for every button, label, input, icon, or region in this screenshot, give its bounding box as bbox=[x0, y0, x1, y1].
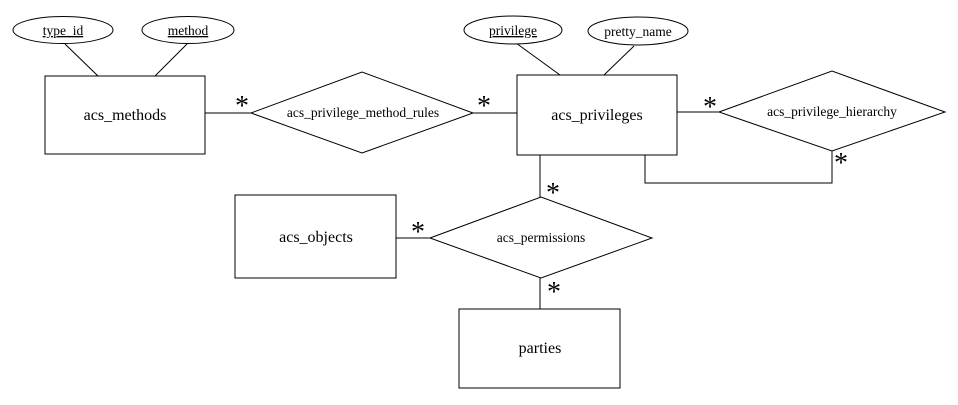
cardinality-acs-objects-permissions: * bbox=[411, 217, 425, 248]
cardinality-acs-privileges-hierarchy: * bbox=[703, 92, 717, 123]
attribute-type-id-label: type_id bbox=[43, 23, 84, 38]
attribute-method-label: method bbox=[168, 23, 209, 38]
edge-type-id-to-acs-methods bbox=[64, 43, 99, 77]
attribute-pretty-name bbox=[587, 16, 689, 46]
entity-acs-objects bbox=[234, 194, 397, 279]
entity-parties bbox=[458, 308, 621, 389]
cardinality-acs-methods-method-rules: * bbox=[235, 91, 249, 122]
cardinality-acs-privileges-permissions: * bbox=[546, 178, 560, 209]
attribute-type-id bbox=[12, 16, 114, 44]
relationship-acs-privilege-hierarchy bbox=[717, 70, 947, 152]
edge-method-to-acs-methods bbox=[154, 43, 188, 77]
entity-parties-label: parties bbox=[519, 340, 562, 357]
cardinality-permissions-parties: * bbox=[547, 277, 561, 308]
edge-hierarchy-back-to-acs-privileges bbox=[644, 151, 833, 184]
relationship-acs-permissions-label: acs_permissions bbox=[497, 230, 586, 245]
relationship-acs-privilege-method-rules-label: acs_privilege_method_rules bbox=[287, 105, 439, 120]
entity-acs-methods bbox=[44, 75, 206, 155]
entity-acs-objects-label: acs_objects bbox=[279, 229, 353, 246]
entity-acs-privileges bbox=[516, 74, 678, 156]
entity-acs-methods-label: acs_methods bbox=[84, 107, 167, 124]
relationship-acs-privilege-method-rules bbox=[249, 71, 475, 154]
attribute-privilege bbox=[463, 15, 563, 45]
attribute-method bbox=[141, 16, 235, 44]
cardinality-hierarchy-acs-privileges: * bbox=[834, 148, 848, 179]
cardinality-method-rules-acs-privileges: * bbox=[477, 91, 491, 122]
edge-pretty-name-to-acs-privileges bbox=[603, 45, 635, 76]
edge-privilege-to-acs-privileges bbox=[515, 42, 561, 76]
relationship-acs-permissions bbox=[428, 196, 654, 279]
attribute-privilege-label: privilege bbox=[489, 23, 537, 38]
relationship-acs-privilege-hierarchy-label: acs_privilege_hierarchy bbox=[767, 104, 897, 119]
attribute-pretty-name-label: pretty_name bbox=[604, 24, 671, 39]
entity-acs-privileges-label: acs_privileges bbox=[551, 107, 643, 124]
